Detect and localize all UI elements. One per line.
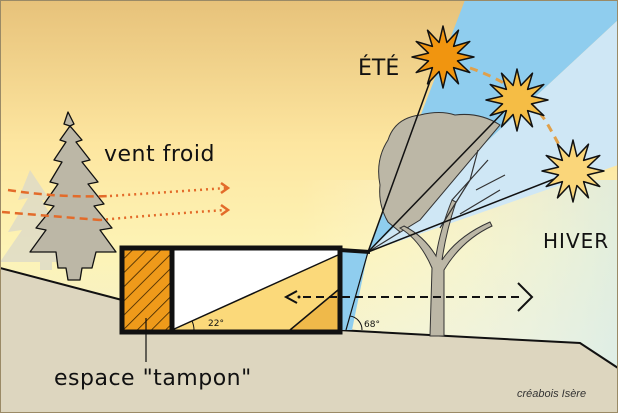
glazing — [338, 250, 368, 330]
angle-22-label: 22° — [208, 319, 224, 329]
cold-wind-arrows — [1, 181, 231, 222]
wind-arrowhead-1 — [220, 181, 231, 195]
midseason-sun-icon — [485, 68, 549, 132]
angle-68-label: 68° — [364, 320, 380, 330]
angle-arc-22 — [191, 320, 195, 331]
ground-line-right — [337, 329, 618, 369]
house — [119, 245, 371, 335]
ground — [0, 268, 618, 413]
winter-label: HIVER — [543, 229, 610, 253]
deciduous-tree — [398, 149, 506, 337]
buffer-space — [124, 250, 172, 330]
winter-sun-icon — [541, 139, 605, 203]
wind-arrowhead-2 — [220, 203, 231, 217]
ground-line-left — [0, 267, 123, 301]
summer-sun-icon — [411, 25, 475, 89]
eye-icon — [283, 290, 298, 304]
buffer-space-label: espace "tampon" — [54, 366, 252, 391]
summer-label: ÉTÉ — [358, 56, 400, 81]
sun-ray-lines — [367, 61, 573, 253]
view-arrowhead — [517, 282, 534, 312]
view-line — [283, 282, 534, 312]
cold-wind-label: vent froid — [104, 142, 215, 167]
angle-arc-68 — [349, 315, 363, 331]
credit-label: créabois Isère — [517, 388, 587, 400]
